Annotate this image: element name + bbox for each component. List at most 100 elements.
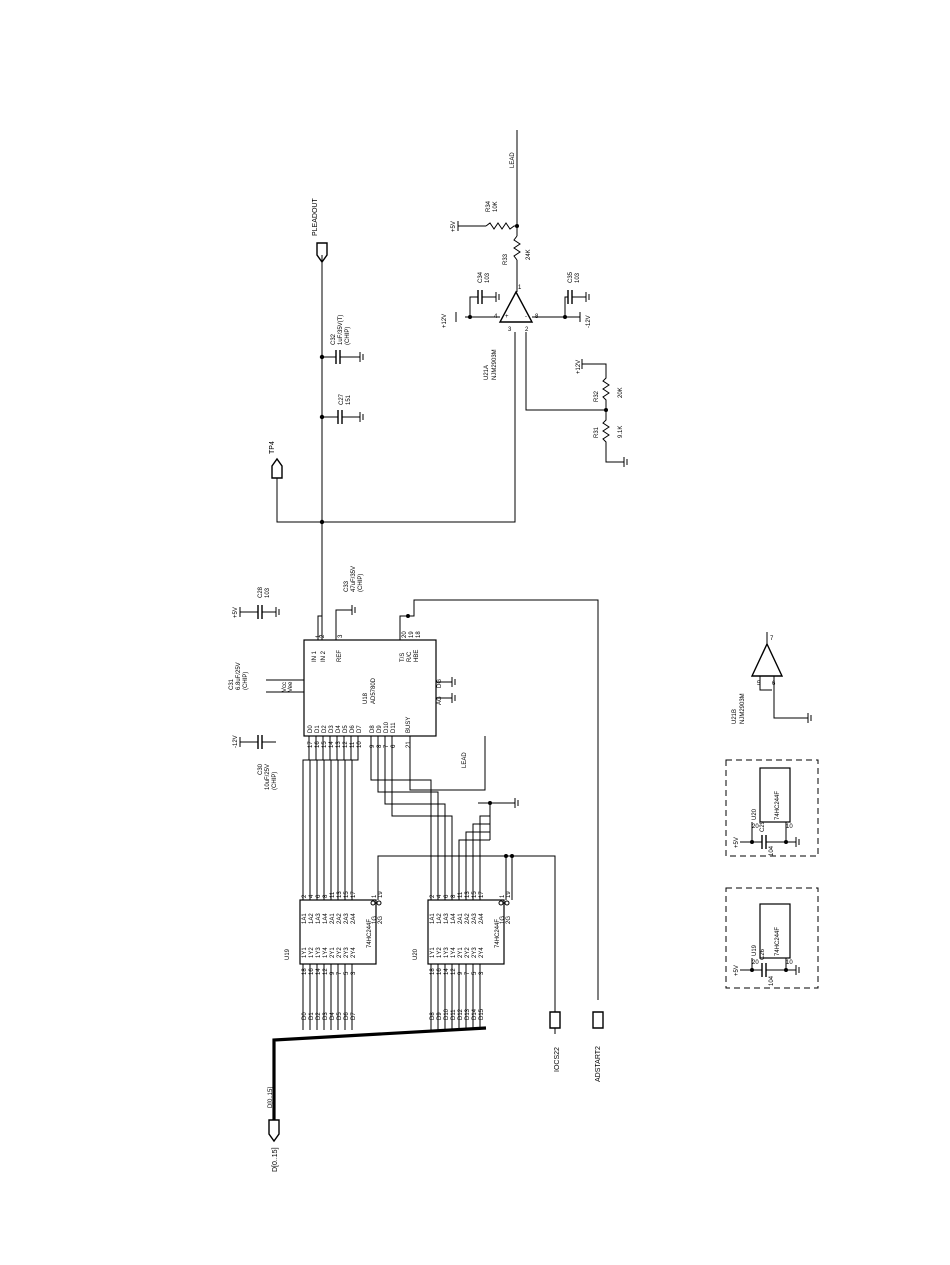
u18-name: AD5780D — [371, 677, 377, 704]
svg-text:6.8uF/25V: 6.8uF/25V — [236, 662, 242, 690]
buffer-in-num: 15 — [472, 891, 478, 898]
svg-text:C28: C28 — [258, 586, 264, 598]
buffer-enable: 1G — [500, 916, 506, 924]
d-port[interactable]: D[0..15] — [268, 1119, 280, 1172]
adc-pin-num: 10 — [357, 741, 363, 748]
svg-text:U20: U20 — [752, 808, 758, 820]
buffer-net-label: D13 — [465, 1008, 471, 1020]
data-wire — [344, 736, 352, 900]
buffer-in-pin: 2A2 — [465, 913, 471, 924]
buffer-in-num: 15 — [344, 891, 350, 898]
iocs22-port[interactable]: IOCS22 — [549, 1011, 561, 1072]
adc-pin-num: 21 — [406, 741, 412, 748]
adstart2-port[interactable]: ADSTART2 — [592, 1011, 604, 1082]
adc-pin-num: 6 — [391, 744, 397, 748]
buffer-in-pin: 1A4 — [451, 913, 457, 924]
buffer-in-num: 13 — [337, 891, 343, 898]
buffer-out-pin: 2Y1 — [330, 947, 336, 958]
buffer-out-pin: 1Y4 — [323, 947, 329, 958]
svg-text:103: 103 — [575, 272, 581, 283]
u21a-ref: U21A — [484, 365, 490, 380]
svg-text:NJM2903M: NJM2903M — [740, 693, 746, 724]
svg-text:(CHIP): (CHIP) — [243, 672, 249, 690]
u21a-opamp: + - 4 8 1 2 3 U21A NJM2903M — [484, 285, 539, 380]
svg-text:IN 1: IN 1 — [312, 650, 318, 662]
buffer-out-num: 5 — [472, 971, 478, 975]
pleadout-label: PLEADOUT — [312, 198, 319, 236]
buffer-enable: 2G — [506, 916, 512, 924]
data-wire — [384, 736, 446, 900]
c27-capacitor: C27 151 — [322, 393, 364, 424]
u21b-opamp: 7 5 6 U21B NJM2903M — [732, 632, 812, 724]
svg-text:10K: 10K — [493, 201, 499, 212]
svg-text:104: 104 — [769, 845, 775, 856]
lead-label-top: LEAD — [510, 152, 516, 168]
inverter-bubble — [370, 900, 376, 906]
data-wire — [316, 736, 324, 900]
buffer-out-num: 12 — [451, 968, 457, 975]
svg-text:+5V: +5V — [734, 837, 740, 848]
buffer-in-num: 6 — [316, 894, 322, 898]
buffer-out-pin: 2Y3 — [472, 947, 478, 958]
buffer-out-num: 3 — [479, 971, 485, 975]
tp4-label: TP4 — [269, 441, 276, 454]
adc-pin-d4: D4 — [336, 725, 342, 733]
buffer-out-num: 3 — [351, 971, 357, 975]
iocs22-label: IOCS22 — [554, 1047, 561, 1072]
adc-top-pin-num: 1 — [316, 634, 322, 638]
buffer-out-num: 9 — [458, 971, 464, 975]
buffer-out-num: 14 — [316, 968, 322, 975]
svg-text:103: 103 — [485, 272, 491, 283]
pleadout-port[interactable]: PLEADOUT — [312, 198, 328, 264]
adc-top-pin-num: 3 — [338, 634, 344, 638]
data-wire — [337, 736, 345, 900]
buffer-in-pin: 1A4 — [323, 913, 329, 924]
buffer-net-label: D6 — [344, 1012, 350, 1020]
buffer-in-num: 17 — [479, 891, 485, 898]
buffer-out-num: 12 — [323, 968, 329, 975]
data-wire — [465, 831, 490, 900]
buffer-out-num: 9 — [330, 971, 336, 975]
d-port-label: D[0..15] — [272, 1147, 279, 1172]
svg-text:10uF/25V: 10uF/25V — [265, 764, 271, 790]
svg-text:(CHIP): (CHIP) — [272, 772, 278, 790]
buffer-in-num: 6 — [444, 894, 450, 898]
svg-text:R/C: R/C — [407, 651, 413, 662]
svg-text:R34: R34 — [486, 200, 492, 212]
svg-text:U20: U20 — [413, 948, 419, 960]
svg-text:2: 2 — [525, 327, 529, 333]
svg-text:-12V: -12V — [233, 735, 239, 748]
adc-pin-num: 7 — [384, 744, 390, 748]
buffer-out-pin: 2Y4 — [351, 947, 357, 958]
buffer-in-num: 8 — [323, 894, 329, 898]
svg-text:C33: C33 — [344, 580, 350, 592]
buffer-in-num: 4 — [437, 894, 443, 898]
tp4-port[interactable]: TP4 — [269, 441, 283, 479]
data-wire — [323, 736, 331, 900]
pleadout-net — [276, 255, 516, 640]
svg-text:C34: C34 — [478, 271, 484, 283]
p12v-label: +12V — [442, 314, 448, 328]
buffer-net-label: D9 — [437, 1012, 443, 1020]
data-wire — [458, 839, 490, 900]
buffer-net-label: D2 — [316, 1012, 322, 1020]
svg-text:+12V: +12V — [576, 360, 582, 374]
svg-text:1: 1 — [518, 285, 522, 291]
buffer-out-pin: 2Y2 — [465, 947, 471, 958]
buffer-net-label: D0 — [302, 1012, 308, 1020]
buffer-net-label: D15 — [479, 1008, 485, 1020]
buffer-net-label: D5 — [337, 1012, 343, 1020]
buffer-enable-num: 1 — [500, 894, 506, 898]
buffer-net-label: D10 — [444, 1008, 450, 1020]
svg-text:103: 103 — [265, 587, 271, 598]
adc-to-buffer-wires — [302, 736, 491, 900]
adc-pin-d6: D6 — [350, 725, 356, 733]
svg-text:24K: 24K — [526, 249, 532, 260]
adc-top-pin-num: 2 — [320, 634, 326, 638]
c28-capacitor: +5V C28 103 — [233, 586, 280, 619]
buffer-in-pin: 1A2 — [437, 913, 443, 924]
data-wire — [309, 736, 317, 900]
svg-text:20K: 20K — [618, 387, 624, 398]
svg-text:+5V: +5V — [734, 965, 740, 976]
